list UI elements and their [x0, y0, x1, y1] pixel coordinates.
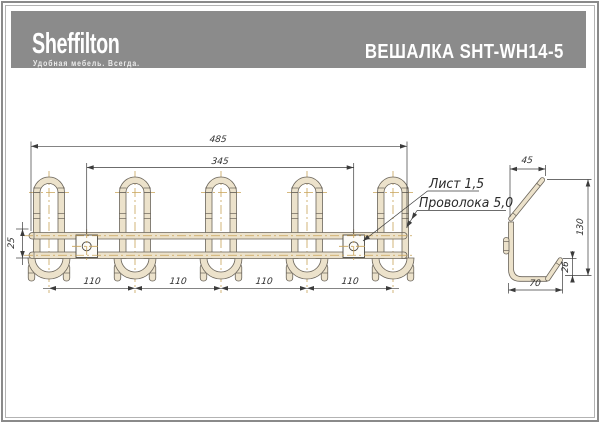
leader-sheet	[361, 190, 479, 243]
dim-line-70	[508, 262, 563, 294]
page-frame-inner	[5, 5, 595, 418]
dim-line-485	[30, 141, 408, 231]
dim-line-45	[509, 165, 546, 217]
dim-text-110-1: 110	[82, 277, 102, 287]
dim-line-110-chain	[43, 286, 399, 291]
side-wall-tab	[503, 237, 510, 255]
dim-line-130	[547, 179, 592, 276]
dim-text-110-3: 110	[254, 277, 274, 287]
side-bottom-lip	[545, 257, 564, 282]
dim-text-130: 130	[576, 217, 586, 237]
note-sheet-thickness: Лист 1,5	[429, 176, 485, 192]
front-view	[16, 141, 506, 294]
header-band: Sheffilton Удобная мебель. Всегда. ВЕШАЛ…	[11, 11, 586, 68]
centerlines	[24, 229, 412, 263]
dim-text-25: 25	[7, 236, 17, 250]
dim-line-25	[16, 222, 29, 265]
side-view	[503, 165, 592, 294]
note-wire-diameter: Проволока 5,0	[419, 195, 514, 211]
page-title: ВЕШАЛКА SHT-WH14-5	[365, 41, 564, 63]
side-profile	[508, 221, 548, 282]
dim-text-485: 485	[208, 135, 228, 145]
brand-tagline: Удобная мебель. Всегда.	[33, 59, 140, 68]
dim-text-110-4: 110	[340, 277, 360, 287]
leader-wire	[404, 210, 506, 229]
dim-line-345	[86, 163, 355, 234]
dim-line-26	[563, 251, 577, 283]
brand-logo: Sheffilton	[32, 28, 120, 60]
dim-text-110-2: 110	[168, 277, 188, 287]
dim-text-45: 45	[520, 156, 534, 166]
dim-text-26: 26	[561, 260, 571, 274]
dim-text-70: 70	[528, 279, 542, 289]
side-top-hook	[508, 177, 546, 222]
dim-text-345: 345	[210, 157, 230, 167]
